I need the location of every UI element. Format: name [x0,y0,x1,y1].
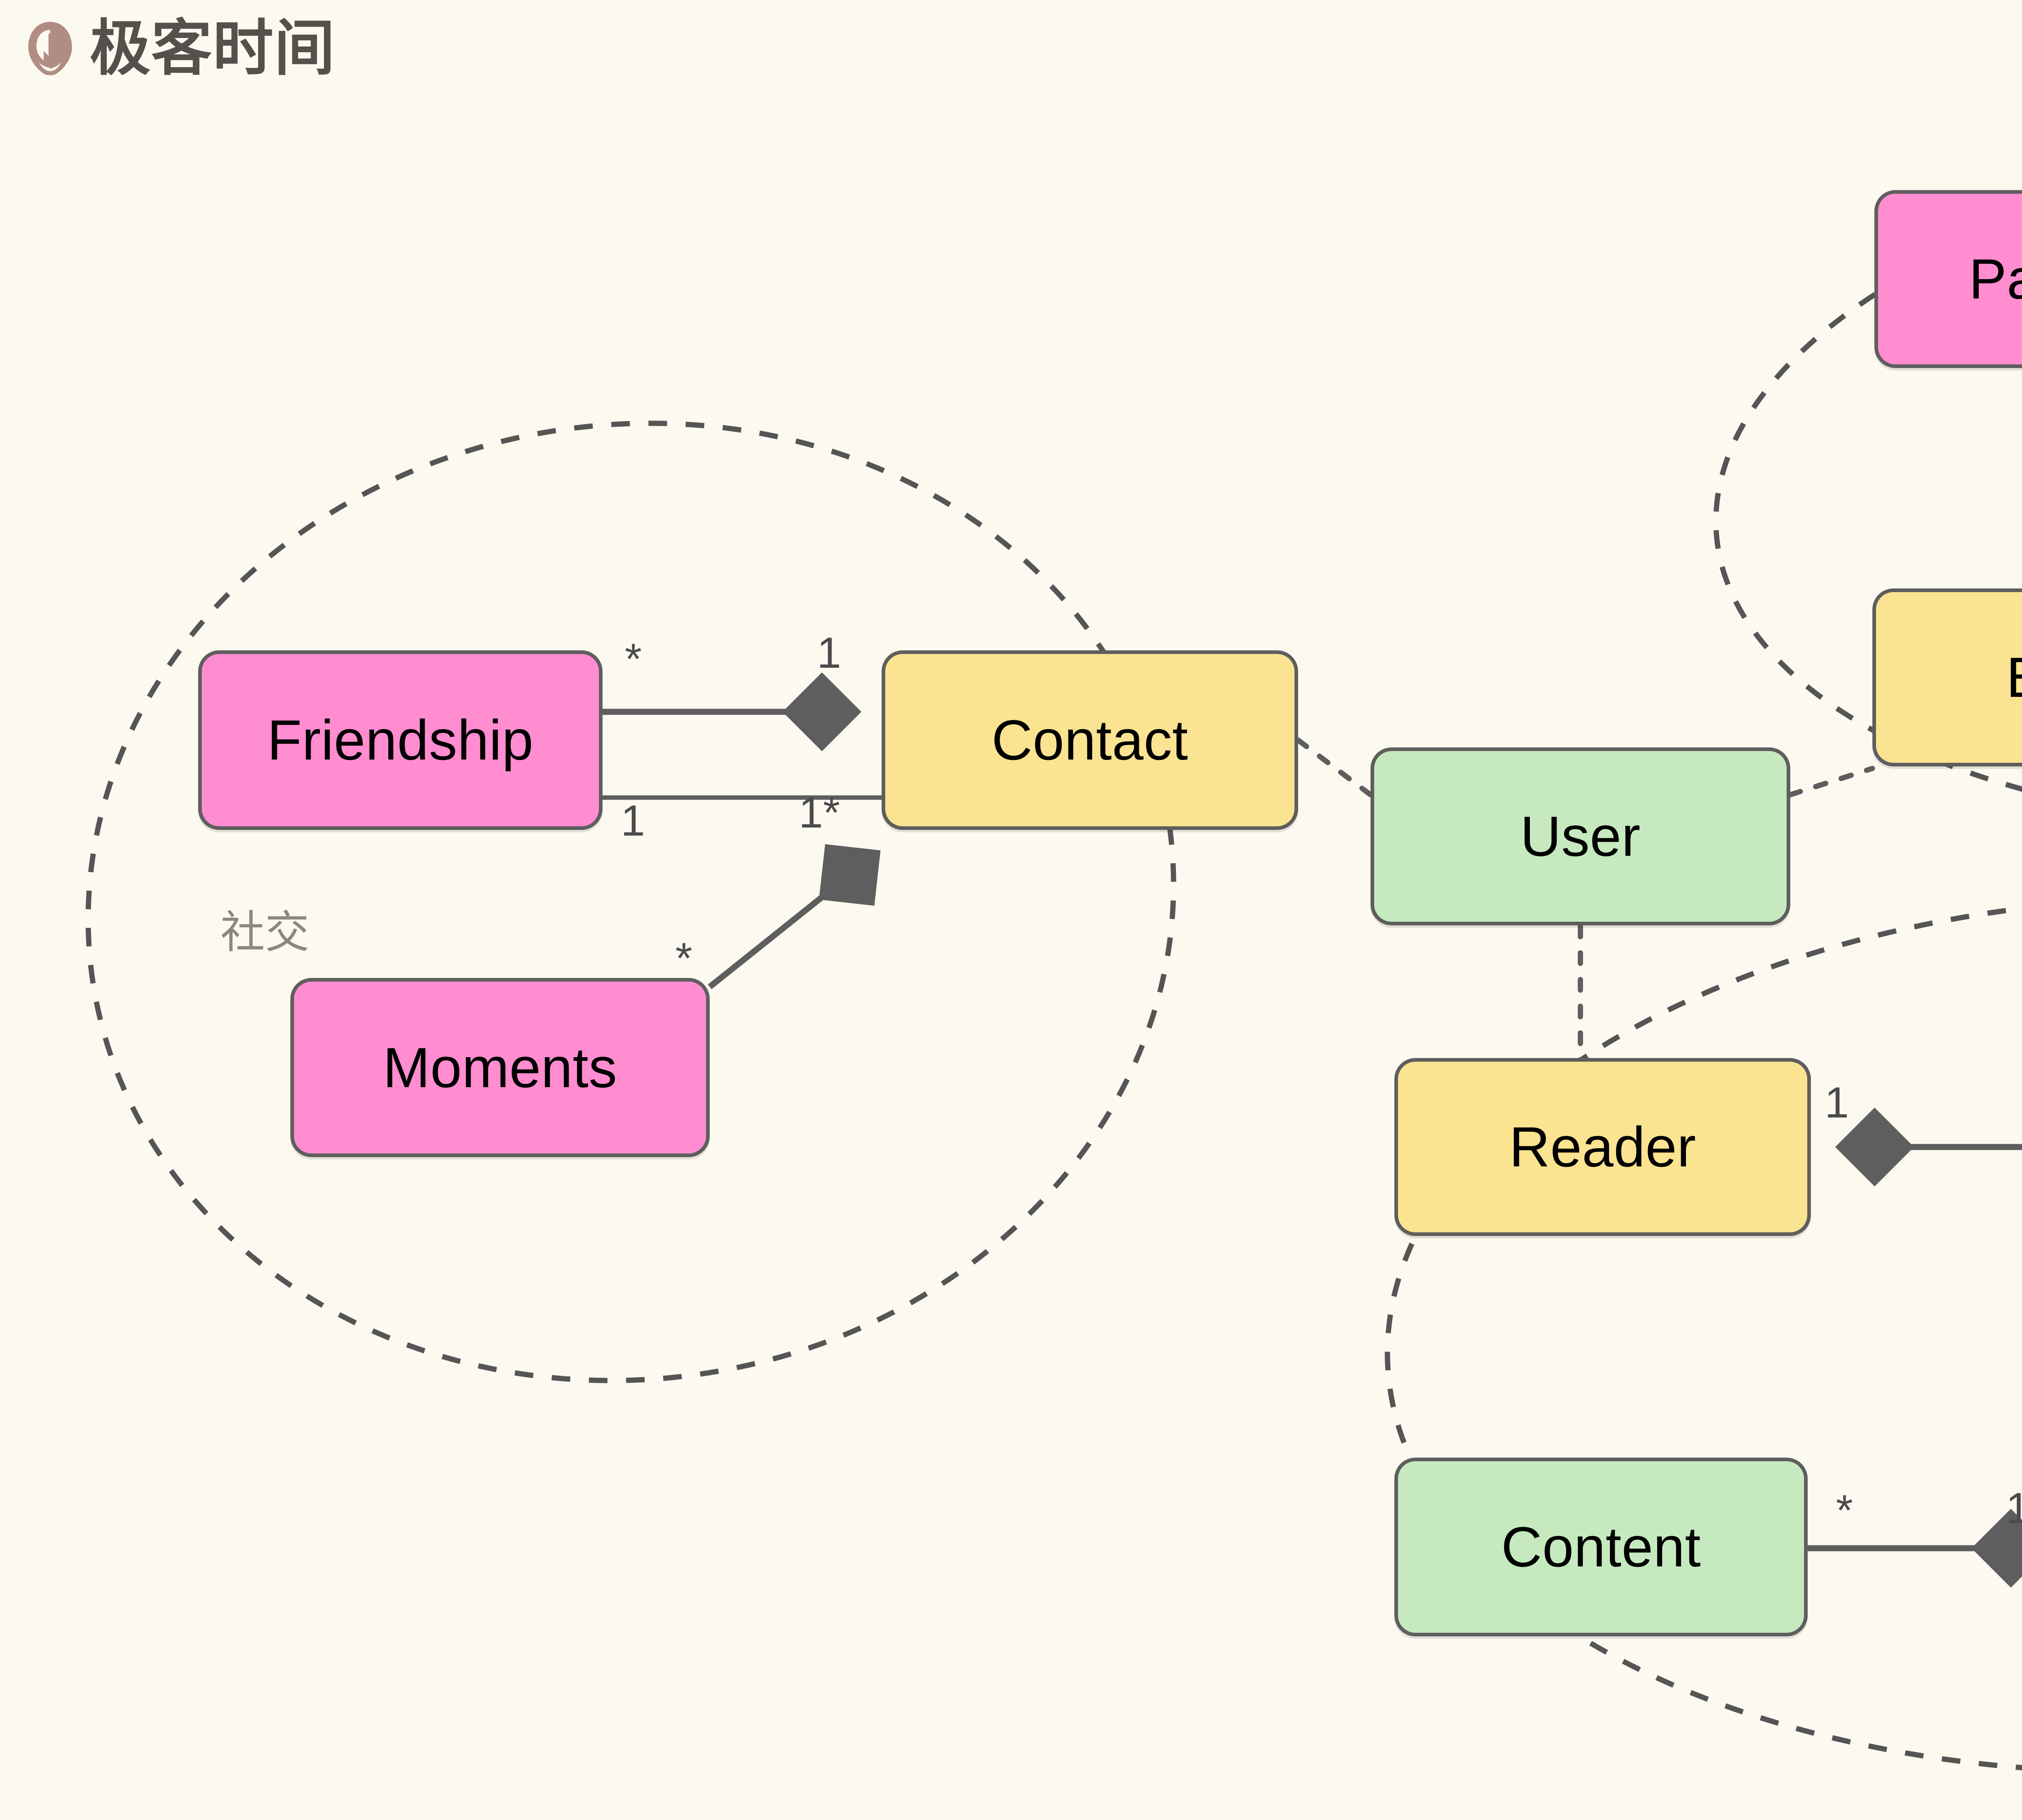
edge-user-buyer [1787,766,1875,798]
cardinality-moments-contact: * [675,933,693,982]
node-payment[interactable]: Payment [1874,190,2022,368]
cardinality-friendship-contact-source-2: 1 [621,796,645,845]
cardinality-friendship-contact-target-2: 1* [799,788,840,837]
boundary-social [85,421,1176,1383]
node-buyer[interactable]: Buyer [1872,588,2022,766]
brand-name: 极客时间 [90,13,336,84]
node-user[interactable]: User [1371,747,1790,925]
cardinality-friendship-contact-source: * [625,634,642,683]
node-reader[interactable]: Reader [1394,1058,1811,1236]
brand-logo[interactable]: 极客时间 [24,18,336,79]
cardinality-content-column-source: * [1836,1486,1853,1534]
cardinality-friendship-contact-target: 1 [817,628,842,677]
node-content[interactable]: Content [1394,1458,1808,1636]
node-friendship[interactable]: Friendship [198,650,603,830]
boundary-subscription [1385,895,2022,1775]
cardinality-reader-subscription-source: 1 [1825,1078,1849,1127]
edge-moments-contact [708,844,881,989]
cardinality-content-column-target: 1 [2006,1484,2022,1532]
node-moments[interactable]: Moments [290,978,710,1157]
geektime-circle-logo-icon [24,20,76,77]
group-label-social: 社交 [220,906,309,958]
edge-contact-user [1295,737,1373,798]
node-contact[interactable]: Contact [882,650,1298,830]
